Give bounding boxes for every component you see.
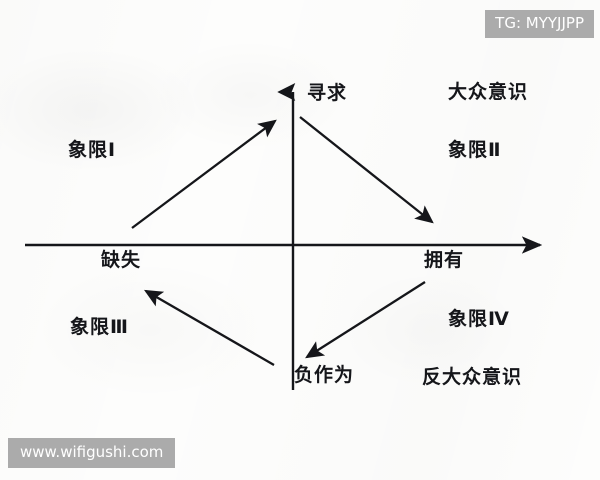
quadrant-label-3: 象限Ⅲ <box>70 316 129 338</box>
axis-label-have: 拥有 <box>424 249 465 271</box>
quadrant-label-1: 象限Ⅰ <box>68 139 117 161</box>
cycle-arrow-have-to-negative-action <box>305 281 426 359</box>
quadrant-name-mass-consciousness: 大众意识 <box>448 81 529 103</box>
cycle-arrow-seek-to-have <box>299 116 434 224</box>
cycle-arrow-negative-action-to-lack <box>144 289 275 366</box>
watermark-telegram-badge: TG: MYYJJPP <box>485 10 594 38</box>
quadrant-name-anti-mass-consciousness: 反大众意识 <box>422 366 523 388</box>
watermark-website-badge: www.wifigushi.com <box>8 438 176 468</box>
axis-label-seek: 寻求 <box>307 82 348 104</box>
cycle-arrow-lack-to-seek <box>131 119 277 229</box>
axis-label-lack: 缺失 <box>101 249 142 271</box>
quadrant-label-2: 象限Ⅱ <box>448 139 502 161</box>
quadrant-label-4: 象限Ⅳ <box>448 308 510 330</box>
axis-label-negative-action: 负作为 <box>294 364 355 386</box>
